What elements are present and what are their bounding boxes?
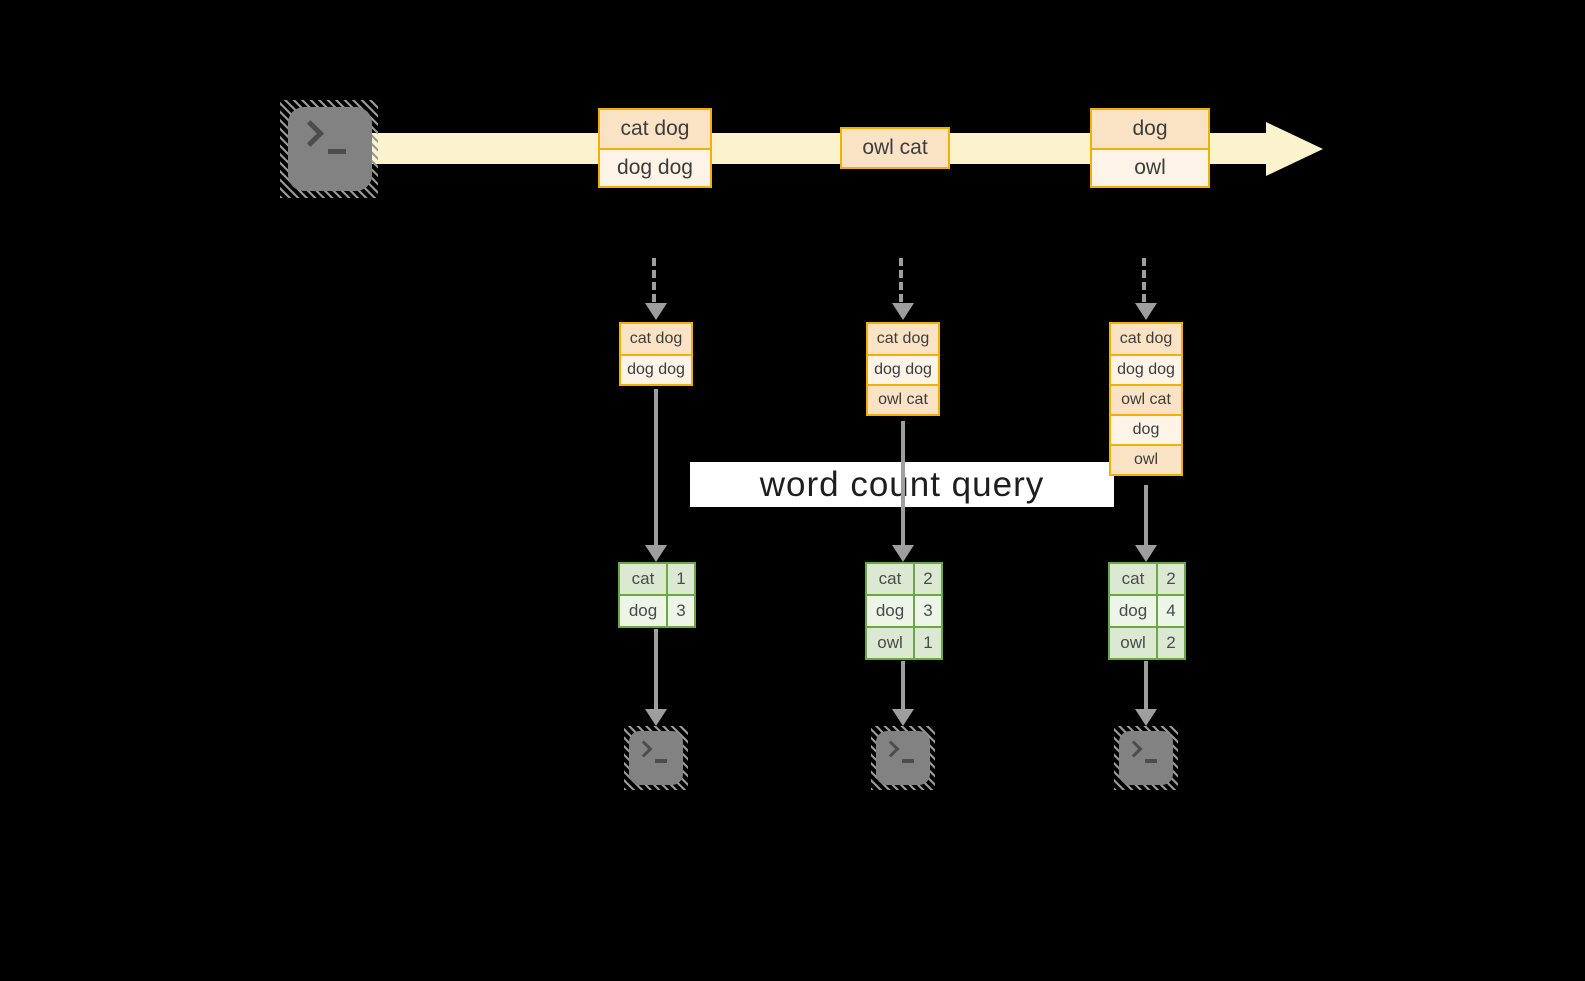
query-arrowhead — [892, 545, 914, 562]
batch-interval-arrow-line — [652, 258, 656, 302]
stack-item: owl — [1111, 444, 1181, 474]
query-arrowhead — [1135, 545, 1157, 562]
stack-item: dog dog — [621, 354, 691, 384]
word-cell: cat — [1108, 562, 1158, 596]
output-arrow-line — [654, 629, 658, 710]
output-arrowhead — [1135, 709, 1157, 726]
stack-item: dog dog — [868, 354, 938, 384]
table-row: dog 4 — [1108, 594, 1186, 628]
stream-timeline-arrowhead — [1266, 122, 1323, 176]
stack-item: dog dog — [1111, 354, 1181, 384]
query-arrow-line — [654, 389, 658, 546]
word-cell: owl — [865, 626, 915, 660]
batch-interval-arrow-line — [899, 258, 903, 302]
stream-batch-line: cat dog — [600, 110, 710, 148]
query-arrow-line — [901, 421, 905, 546]
count-cell: 2 — [913, 562, 943, 596]
word-cell: dog — [865, 594, 915, 628]
word-cell: cat — [618, 562, 668, 596]
terminal-icon — [1119, 731, 1173, 785]
count-cell: 3 — [666, 594, 696, 628]
count-cell: 3 — [913, 594, 943, 628]
stack-item: owl cat — [1111, 384, 1181, 414]
count-cell: 4 — [1156, 594, 1186, 628]
stack-item: owl cat — [868, 384, 938, 414]
word-count-table-3: cat 2 dog 4 owl 2 — [1108, 562, 1186, 660]
table-row: owl 1 — [865, 626, 943, 660]
output-arrowhead — [645, 709, 667, 726]
count-cell: 1 — [666, 562, 696, 596]
stream-batch-3: dog owl — [1090, 108, 1210, 188]
word-cell: cat — [865, 562, 915, 596]
batch-interval-arrowhead — [1135, 303, 1157, 320]
table-row: owl 2 — [1108, 626, 1186, 660]
stack-item: dog — [1111, 414, 1181, 444]
stack-item: cat dog — [1111, 324, 1181, 354]
terminal-cursor-icon — [328, 149, 346, 154]
stream-batch-line: dog — [1092, 110, 1208, 148]
table-row: dog 3 — [865, 594, 943, 628]
microbatch-stack-2: cat dog dog dog owl cat — [866, 322, 940, 416]
batch-interval-arrowhead — [892, 303, 914, 320]
batch-interval-arrowhead — [645, 303, 667, 320]
word-cell: dog — [618, 594, 668, 628]
table-row: dog 3 — [618, 594, 696, 628]
table-row: cat 1 — [618, 562, 696, 596]
count-cell: 2 — [1156, 562, 1186, 596]
stream-batch-line: owl — [1092, 148, 1208, 186]
count-cell: 2 — [1156, 626, 1186, 660]
terminal-cursor-icon — [1145, 759, 1157, 763]
output-arrow-line — [1144, 661, 1148, 710]
terminal-icon — [876, 731, 930, 785]
table-row: cat 2 — [865, 562, 943, 596]
stream-batch-line: owl cat — [842, 129, 948, 167]
word-count-table-1: cat 1 dog 3 — [618, 562, 696, 628]
stack-item: cat dog — [868, 324, 938, 354]
stream-batch-1: cat dog dog dog — [598, 108, 712, 188]
terminal-cursor-icon — [655, 759, 667, 763]
stack-item: cat dog — [621, 324, 691, 354]
microbatch-stack-3: cat dog dog dog owl cat dog owl — [1109, 322, 1183, 476]
terminal-icon — [629, 731, 683, 785]
query-arrow-line — [1144, 485, 1148, 546]
microbatch-stack-1: cat dog dog dog — [619, 322, 693, 386]
output-arrowhead — [892, 709, 914, 726]
batch-interval-arrow-line — [1142, 258, 1146, 302]
word-cell: owl — [1108, 626, 1158, 660]
table-row: cat 2 — [1108, 562, 1186, 596]
word-cell: dog — [1108, 594, 1158, 628]
word-count-table-2: cat 2 dog 3 owl 1 — [865, 562, 943, 660]
count-cell: 1 — [913, 626, 943, 660]
output-arrow-line — [901, 661, 905, 710]
query-arrowhead — [645, 545, 667, 562]
stream-batch-line: dog dog — [600, 148, 710, 186]
terminal-cursor-icon — [902, 759, 914, 763]
stream-batch-2: owl cat — [840, 127, 950, 169]
